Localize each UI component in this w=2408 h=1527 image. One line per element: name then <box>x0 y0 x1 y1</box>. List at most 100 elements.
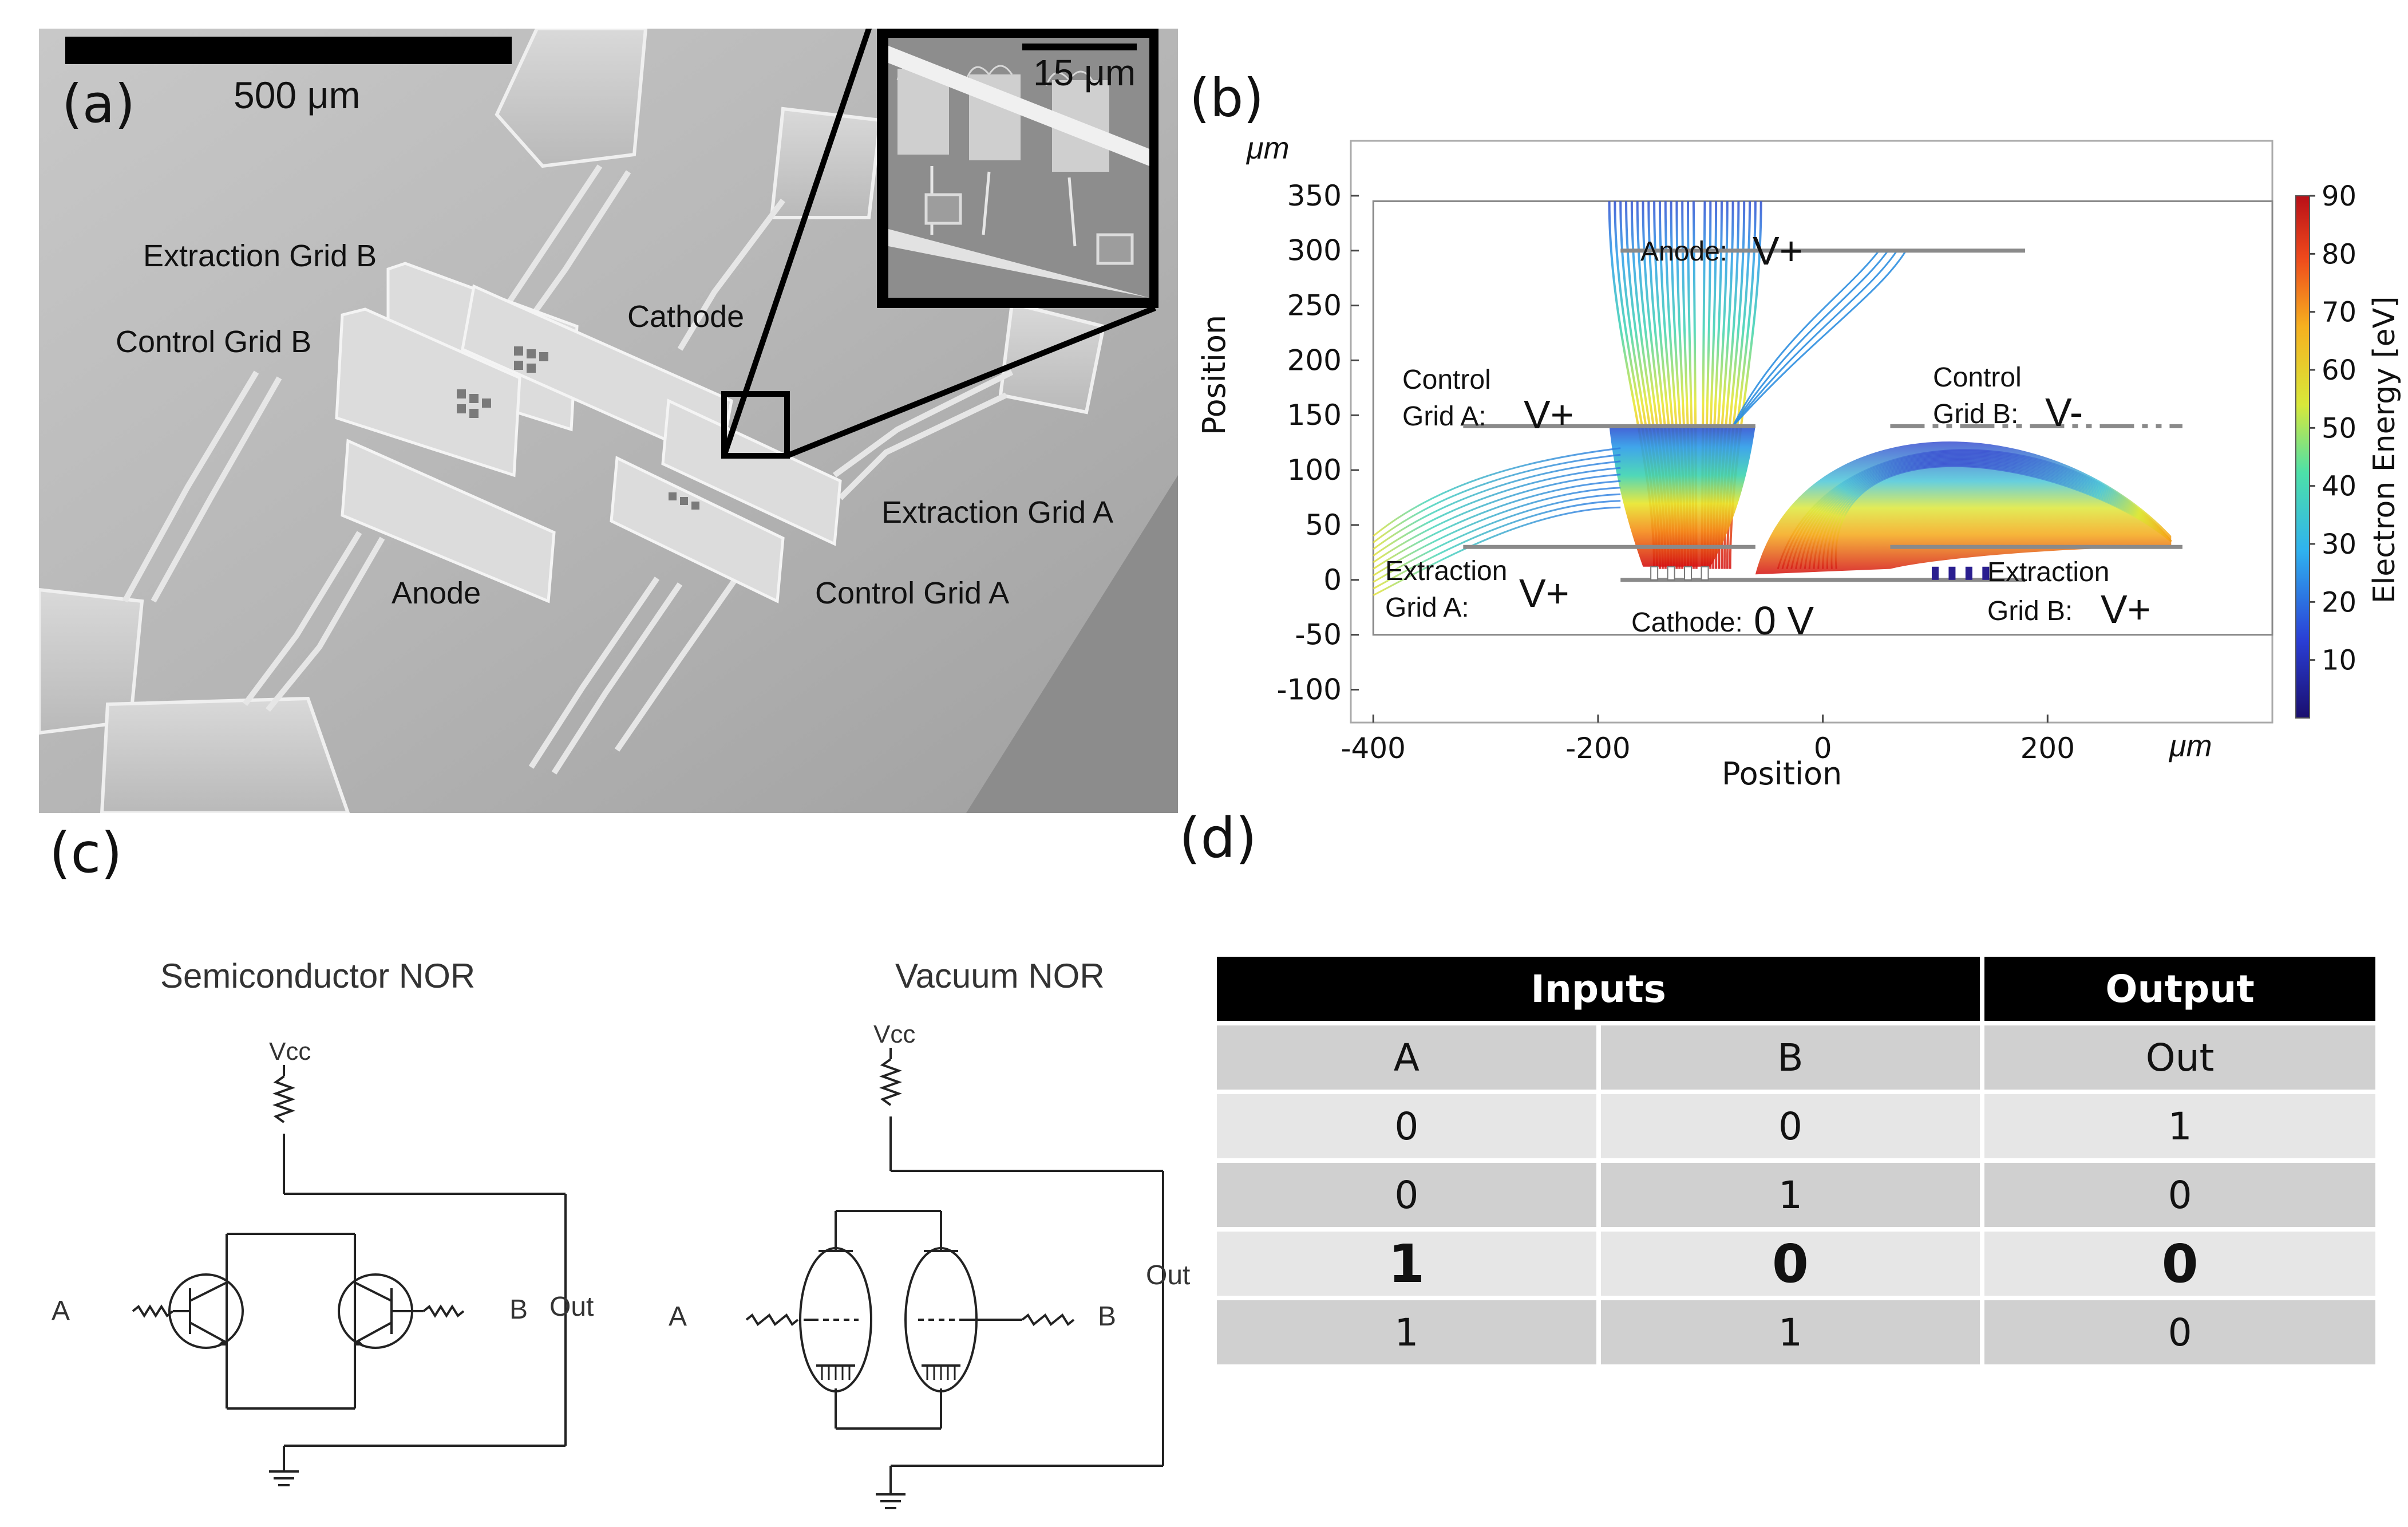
label-extraction-grid-a: Extraction Grid A <box>881 495 1114 530</box>
y-tick-label: 200 <box>1287 344 1342 377</box>
sem-panel: (a) 500 μm 15 μm Extraction Grid B Contr… <box>39 29 1178 813</box>
x-tick-label: -400 <box>1341 732 1406 765</box>
emitter-tip <box>1931 566 1939 580</box>
semi-in-a-label: A <box>52 1296 70 1326</box>
cell-b: 0 <box>1600 1232 1980 1296</box>
trajectory-fan <box>1373 453 1621 543</box>
inset-scale-bar-label: 15 μm <box>1033 52 1136 93</box>
x-tick-label: 200 <box>2020 732 2075 765</box>
cell-a: 1 <box>1217 1232 1596 1296</box>
colorbar-tick-label: 60 <box>2322 354 2356 386</box>
semi-in-b-label: B <box>509 1295 528 1325</box>
sim-label-control-a-2: Grid A: <box>1402 401 1486 432</box>
trajectory-anode <box>1732 250 1898 427</box>
semiconductor-nor-title: Semiconductor NOR <box>160 957 476 995</box>
colorbar <box>2295 195 2310 719</box>
trajectory-anode <box>1732 250 1907 427</box>
sem-image <box>39 29 1178 813</box>
cell-out: 0 <box>1984 1232 2375 1296</box>
trajectory-fan <box>1373 467 1621 557</box>
cell-a: 0 <box>1217 1163 1596 1227</box>
label-control-grid-a: Control Grid A <box>815 576 1010 610</box>
y-tick-label: 300 <box>1287 234 1342 267</box>
sim-label-cathode: Cathode: <box>1631 607 1743 638</box>
y-tick-label: 0 <box>1323 563 1342 597</box>
emitter-tip <box>1701 566 1709 581</box>
header-inputs: Inputs <box>1217 957 1980 1021</box>
y-tick-label: -50 <box>1295 618 1342 652</box>
sim-label-control-b-v: V- <box>2045 390 2083 435</box>
truth-table: Inputs Output A B Out 0 0 1 0 1 0 1 0 0 … <box>1212 952 2380 1369</box>
y-unit-label: μm <box>1247 131 1290 165</box>
trajectory-fan <box>1373 480 1621 570</box>
trajectory-fan <box>1373 487 1621 577</box>
colorbar-tick-label: 40 <box>2322 471 2356 503</box>
trajectory-fan <box>1373 506 1621 596</box>
panel-a-label: (a) <box>62 73 136 135</box>
cell-b: 1 <box>1600 1163 1980 1227</box>
truth-table-header: Inputs Output <box>1217 957 2375 1021</box>
label-control-grid-b: Control Grid B <box>116 325 312 359</box>
colorbar-tick-label: 70 <box>2322 297 2356 329</box>
emitter-tip <box>1650 566 1659 581</box>
trajectory-fan <box>1373 460 1621 550</box>
y-tick-label: 250 <box>1287 289 1342 322</box>
trajectory-anode <box>1732 250 1880 427</box>
subheader-b: B <box>1600 1025 1980 1090</box>
circuits-panel: Semiconductor NOR Vacuum NOR <box>46 893 1191 1523</box>
sim-label-control-b-2: Grid B: <box>1933 399 2019 429</box>
emitter-tip <box>1684 566 1693 581</box>
cell-a: 0 <box>1217 1094 1596 1158</box>
sim-label-extraction-b-1: Extraction <box>1987 557 2110 587</box>
colorbar-tick-label: 10 <box>2322 645 2356 677</box>
x-axis-title: Position <box>1722 756 1842 792</box>
scale-bar-label: 500 μm <box>234 74 361 116</box>
subheader-out: Out <box>1984 1025 2375 1090</box>
cell-out: 0 <box>1984 1300 2375 1364</box>
table-row: 1 1 0 <box>1217 1300 2375 1364</box>
header-output: Output <box>1984 957 2375 1021</box>
semiconductor-nor-circuit <box>132 1048 1164 1509</box>
subheader-a: A <box>1217 1025 1596 1090</box>
sim-label-control-a-1: Control <box>1402 365 1491 395</box>
x-tick-label: -200 <box>1565 732 1630 765</box>
cell-b: 1 <box>1600 1300 1980 1364</box>
colorbar-tick-label: 20 <box>2322 586 2356 618</box>
sim-label-anode-v: V+ <box>1753 228 1803 273</box>
cell-out: 1 <box>1984 1094 2375 1158</box>
sim-label-cathode-v: 0 V <box>1754 598 1814 643</box>
label-cathode: Cathode <box>627 299 745 334</box>
sim-label-anode: Anode: <box>1640 236 1728 267</box>
truth-table-subheader: A B Out <box>1217 1025 2375 1090</box>
trajectory-anode <box>1732 250 1889 427</box>
y-tick-label: 50 <box>1305 508 1342 542</box>
y-tick-label: 100 <box>1287 453 1342 487</box>
vac-vcc-label: Vcc <box>873 1020 916 1048</box>
emitter-tip <box>1667 566 1675 581</box>
emitter-tip <box>1948 566 1956 580</box>
sim-label-extraction-b-v: V+ <box>2101 587 2151 632</box>
colorbar-title: Electron Energy [eV] <box>2367 296 2402 603</box>
sim-label-extraction-a-v: V+ <box>1519 571 1569 615</box>
x-tick-label: 0 <box>1814 732 1832 765</box>
trajectory-fan <box>1373 500 1621 590</box>
vac-in-a-label: A <box>669 1301 687 1332</box>
sim-label-control-a-v: V+ <box>1524 392 1574 437</box>
beam-a-region <box>1609 426 1755 567</box>
simulation-panel: (b) <box>1179 0 2408 813</box>
trajectory-fan <box>1373 447 1621 537</box>
sim-label-extraction-a-1: Extraction <box>1385 556 1508 586</box>
colorbar-tick-label: 30 <box>2322 528 2356 561</box>
table-row: 0 0 1 <box>1217 1094 2375 1158</box>
sim-label-extraction-a-2: Grid A: <box>1385 593 1469 623</box>
trajectory-b <box>1834 465 2172 569</box>
y-tick-label: 150 <box>1287 398 1342 432</box>
emitter-tip <box>1965 566 1972 580</box>
panel-d-label: (d) <box>1179 806 1257 870</box>
trajectory-fan <box>1373 474 1621 563</box>
cell-out: 0 <box>1984 1163 2375 1227</box>
table-row: 0 1 0 <box>1217 1163 2375 1227</box>
y-tick-label: -100 <box>1277 673 1342 706</box>
trajectory-fan <box>1373 493 1621 583</box>
label-extraction-grid-b: Extraction Grid B <box>143 239 377 273</box>
